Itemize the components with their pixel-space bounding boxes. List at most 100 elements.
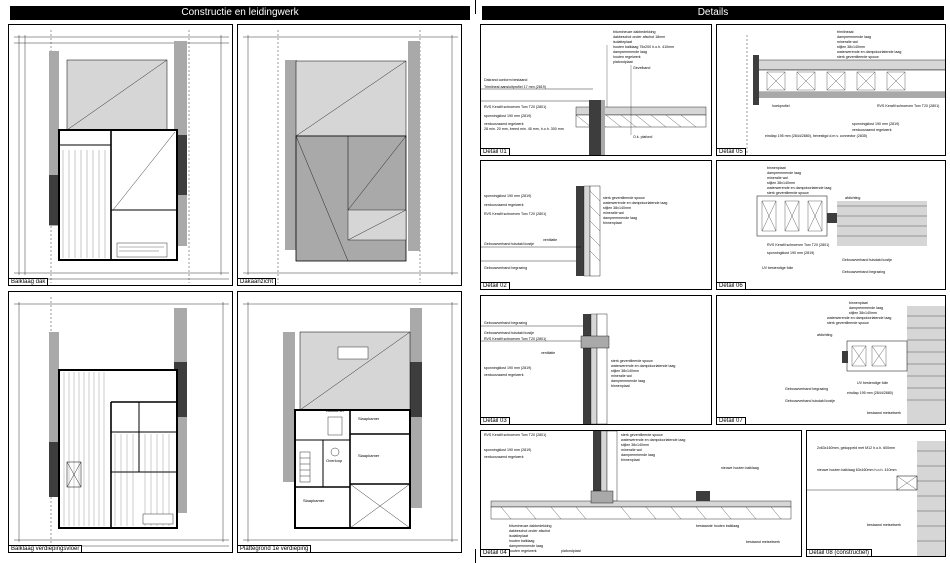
annotation: bestaande houten balklaag (696, 524, 739, 528)
room-label-slaapkamer-2: Slaapkamer (358, 453, 380, 458)
annotation: dampremmende laag (613, 50, 647, 54)
annotation: sterk geventileerde spouw (621, 433, 663, 437)
section-header-left: Constructie en leidingwerk (10, 6, 470, 20)
annotation: Gebouwverband begrazing (842, 270, 885, 274)
drawing-dakaanzicht (243, 30, 458, 283)
annotation-group-detail-08: 2x63x160mm, gekoppeld met M12 h.o.h. 600… (817, 446, 901, 527)
sheet-balklaag-verdiepingsvloer[interactable]: Balklaag verdiepingsvloer (8, 291, 233, 553)
detail-label: Detail 01 (481, 148, 510, 155)
annotation: Gevelband (633, 66, 650, 70)
annotation: Gebouwverband tuisdakl kostje (484, 242, 534, 246)
annotation: 28 min. 20 mm, breed min. 45 mm, h.o.h. … (484, 127, 564, 131)
sheet-detail-05[interactable]: trimlineaal dampremmende laag mineralie … (716, 24, 946, 156)
annotation-group-detail-05: trimlineaal dampremmende laag mineralie … (765, 30, 939, 138)
annotation: RVS Kerafil schroeven Torx T20 (2801) (484, 433, 546, 437)
annotation: binnenplaat (621, 458, 640, 462)
annotation: stijlen 38x140mm (849, 311, 877, 315)
section-title-right: Details (697, 7, 729, 18)
annotation: RVS Kerafil schroeven Torx T20 (2801) (767, 243, 829, 247)
sheet-label: Balklaag verdiepingsvloer (9, 545, 83, 552)
page-separator-bottom (475, 549, 476, 563)
annotation: Gebouwverband tuisdakl kostje (842, 258, 892, 262)
section-header-right: Details (482, 6, 944, 20)
annotation: dampremmende laag (849, 306, 883, 310)
annotation-group-detail-06: binnenplaat dampremmende laag mineralie … (762, 166, 892, 274)
annotation: mineralie wol (837, 40, 858, 44)
annotation: waterwerende en dampdoorlatende laag (611, 364, 675, 368)
drawing-detail-06: binnenplaat dampremmende laag mineralie … (756, 166, 927, 274)
annotation: waterwerende en dampdoorlatende laag (603, 201, 667, 205)
sheet-label: Plattegrond 1e verdieping (238, 545, 312, 552)
annotation: bitumineuze dakbedekking (613, 30, 656, 34)
annotation: afdichting (845, 196, 860, 200)
annotation: sterk geventileerde spouw (837, 55, 879, 59)
annotation: bestaand metselwerk (746, 540, 780, 544)
annotation: Gebouwverband tuisdakl kostje (785, 399, 835, 403)
annotation: Gebouwverband tuisdakl kostje (484, 331, 534, 335)
annotation: dakbeschot onder afschot 18mm (613, 35, 665, 39)
drawing-detail-01: bitumineuze dakbedekking dakbeschot onde… (481, 30, 707, 155)
annotation: 2x63x160mm, gekoppeld met M12 h.o.h. 600… (817, 446, 895, 450)
drawing-detail-08: 2x63x160mm, gekoppeld met M12 h.o.h. 600… (807, 441, 945, 556)
annotation: RVS Kerafil schroeven Torx T20 (2801) (484, 105, 546, 109)
sheet-detail-02[interactable]: sterk geventileerde spouw waterwerende e… (480, 160, 712, 290)
annotation: RVS Kerafil schroeven Torx T20 (2801) (877, 104, 939, 108)
annotation: sponningklost 190 mm (2819) (484, 114, 531, 118)
section-title-left: Constructie en leidingwerk (181, 7, 299, 18)
detail-label: Detail 08 (constructief) (807, 549, 873, 556)
annotation: sterk geventileerde spouw (603, 196, 645, 200)
annotation: dakbeschot onder afschot (509, 529, 550, 533)
room-label-slaapkamer-1: Slaapkamer (358, 416, 380, 421)
annotation: mineralie wol (611, 374, 632, 378)
annotation: UV bestendige folie (857, 381, 888, 385)
annotation: binnenplaat (767, 166, 786, 170)
sheet-detail-07[interactable]: binnenplaat dampremmende laag stijlen 38… (716, 295, 946, 425)
sheet-detail-06[interactable]: binnenplaat dampremmende laag mineralie … (716, 160, 946, 290)
detail-label: Detail 06 (717, 282, 746, 289)
annotation: houten balklaag 75x200 h.o.h. 410mm (613, 45, 674, 49)
annotation: verduurzaamd regelwerk (484, 455, 524, 459)
annotation-group-detail-02: sterk geventileerde spouw waterwerende e… (484, 194, 667, 270)
annotation: mineralie wol (767, 176, 788, 180)
sheet-detail-04[interactable]: RVS Kerafil schroeven Torx T20 (2801) sp… (480, 430, 802, 557)
annotation: houten regelwerk (613, 55, 641, 59)
drawing-balklaag-verdiepingsvloer (14, 297, 229, 550)
annotation: Gebouwverband begrazing (484, 266, 527, 270)
annotation: Trimlineal aansluitprofiel 17 mm (2819) (484, 85, 546, 89)
sheet-dakaanzicht[interactable]: Dakaanzicht (237, 24, 462, 286)
annotation: waterwerende en dampdoorlatende laag (837, 50, 901, 54)
annotation: mineralie wol (621, 448, 642, 452)
annotation-group-detail-04: RVS Kerafil schroeven Torx T20 (2801) sp… (484, 433, 780, 553)
annotation-group-detail-01: bitumineuze dakbedekking dakbeschot onde… (484, 30, 674, 139)
annotation: trimlineaal (837, 30, 854, 34)
annotation: dampremmende laag (621, 453, 655, 457)
detail-label: Detail 07 (717, 417, 746, 424)
annotation: verduurzaamd regelwerk (484, 122, 524, 126)
annotation: afdichting (817, 333, 832, 337)
annotation-group-detail-03: Gebouwverband begrazing Gebouwverband tu… (484, 321, 675, 388)
drawing-detail-03: Gebouwverband begrazing Gebouwverband tu… (481, 313, 675, 424)
drawing-detail-07: binnenplaat dampremmende laag stijlen 38… (785, 301, 945, 424)
annotation: Gebouwverband begrazing (785, 387, 828, 391)
sheet-balklaag-dak[interactable]: Balklaag dak (8, 24, 233, 286)
sheet-plattegrond-1e-verdieping[interactable]: Slaapkamer Badkamer Slaapkamer Slaapkame… (237, 291, 462, 553)
annotation: nieuwe houten balklaag 63x160mm h.o.h. 4… (817, 468, 897, 472)
detail-label: Detail 04 (481, 549, 510, 556)
sheet-detail-03[interactable]: Gebouwverband begrazing Gebouwverband tu… (480, 295, 712, 425)
sheet-detail-01[interactable]: bitumineuze dakbedekking dakbeschot onde… (480, 24, 712, 156)
annotation: Dakrand conform bestaand (484, 78, 527, 82)
annotation: eindlap 195 mm (2844/2880) (847, 391, 893, 395)
annotation: RVS Kerafil schroeven Torx T20 (2801) (484, 212, 546, 216)
annotation: dampremmende laag (509, 544, 543, 548)
room-label-slaapkamer-3: Slaapkamer (303, 498, 325, 503)
drawing-detail-02: sterk geventileerde spouw waterwerende e… (481, 185, 667, 277)
annotation: sterk geventileerde spouw (611, 359, 653, 363)
annotation: eindlap 195 mm (2844/2880), bevestigd d.… (765, 134, 867, 138)
sheet-detail-08[interactable]: 2x63x160mm, gekoppeld met M12 h.o.h. 600… (806, 430, 946, 557)
annotation: dampremmende laag (611, 379, 645, 383)
annotation-group-detail-07: binnenplaat dampremmende laag stijlen 38… (785, 301, 901, 415)
annotation: sponningklost 190 mm (2819) (852, 122, 899, 126)
sheet-label: Balklaag dak (9, 278, 49, 285)
annotation: bestaand metselwerk (867, 523, 901, 527)
annotation: sponningklost 190 mm (2819) (484, 194, 531, 198)
